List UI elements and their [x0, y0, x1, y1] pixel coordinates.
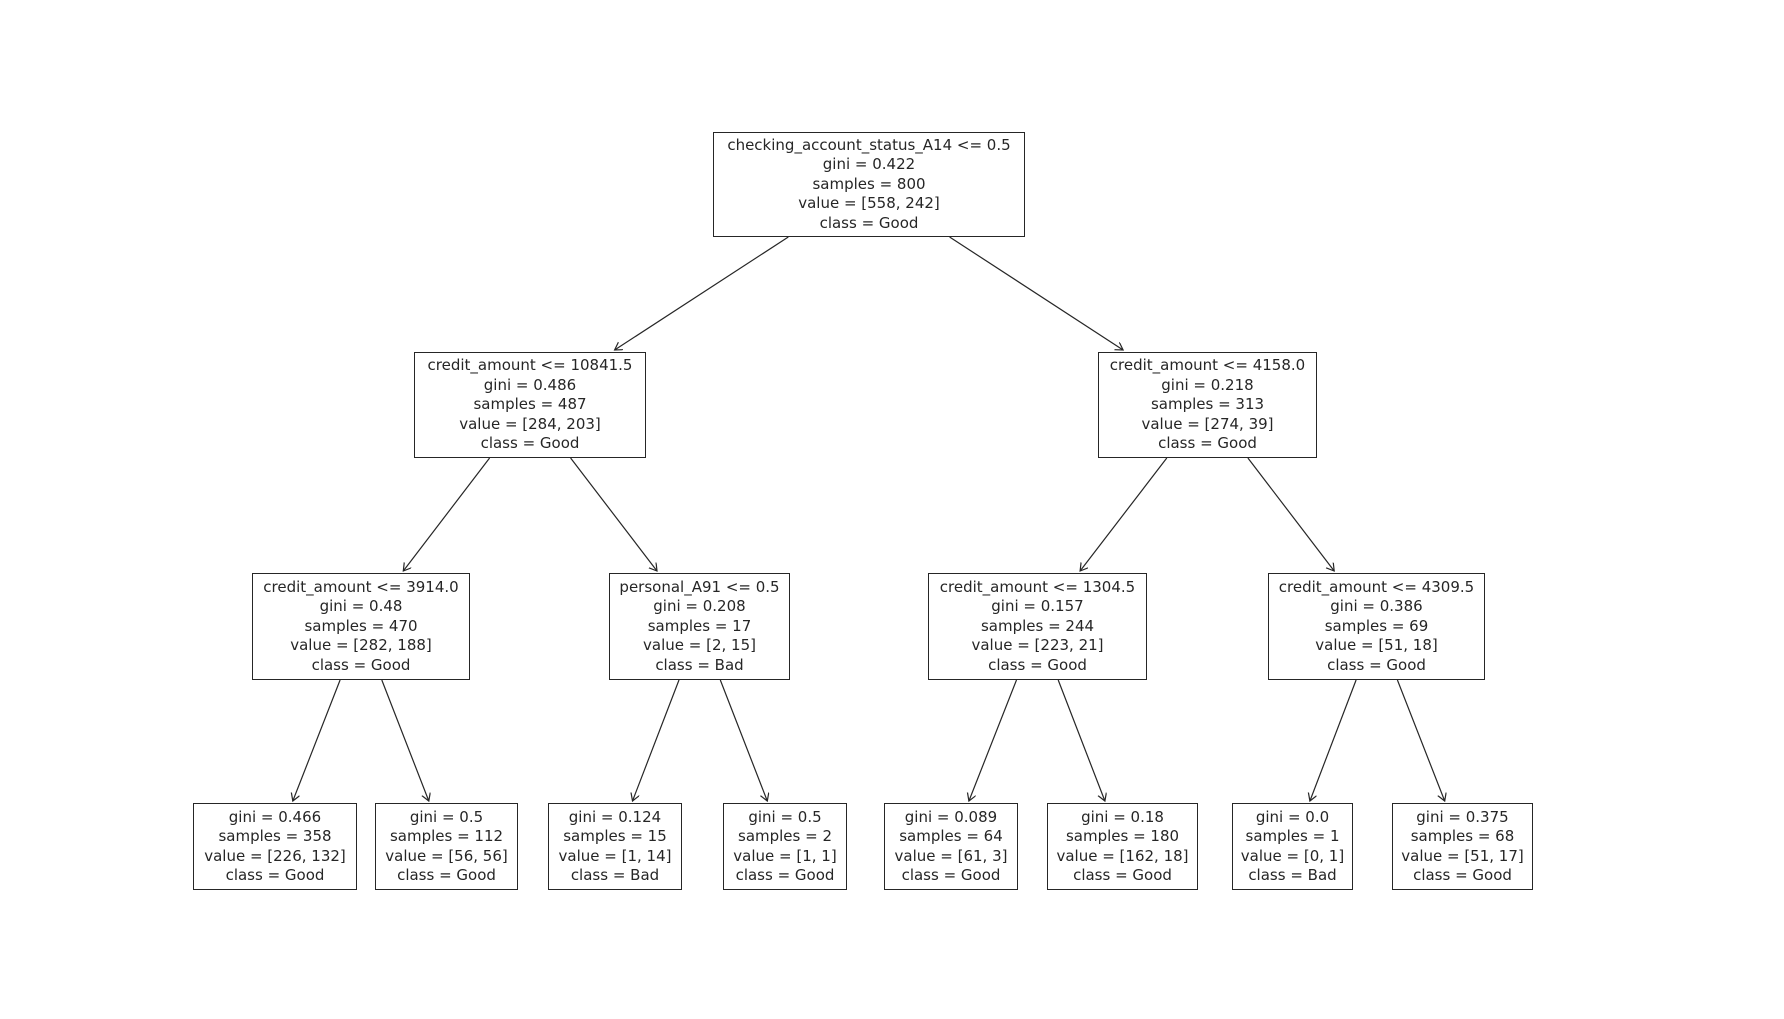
node-class: class = Good — [1158, 434, 1257, 453]
tree-node-6: credit_amount <= 4309.5 gini = 0.386 sam… — [1268, 573, 1485, 680]
node-value: value = [223, 21] — [971, 636, 1104, 655]
tree-leaf-12: gini = 0.18 samples = 180 value = [162, … — [1047, 803, 1198, 890]
node-value: value = [274, 39] — [1141, 414, 1274, 433]
node-value: value = [162, 18] — [1056, 846, 1189, 865]
tree-leaf-7: gini = 0.466 samples = 358 value = [226,… — [193, 803, 357, 890]
node-value: value = [61, 3] — [894, 846, 1008, 865]
tree-node-3: credit_amount <= 3914.0 gini = 0.48 samp… — [252, 573, 470, 680]
node-class: class = Good — [988, 655, 1087, 674]
node-samples: samples = 470 — [304, 616, 418, 635]
node-split-condition: credit_amount <= 10841.5 — [427, 356, 633, 375]
node-class: class = Bad — [655, 655, 744, 674]
node-class: class = Good — [397, 866, 496, 884]
tree-leaf-14: gini = 0.375 samples = 68 value = [51, 1… — [1392, 803, 1533, 890]
node-class: class = Good — [1327, 655, 1426, 674]
node-samples: samples = 64 — [899, 827, 1003, 845]
node-value: value = [1, 1] — [733, 846, 837, 865]
node-value: value = [51, 18] — [1315, 636, 1438, 655]
node-split-condition: credit_amount <= 3914.0 — [263, 577, 459, 596]
node-gini: gini = 0.218 — [1161, 375, 1254, 394]
node-gini: gini = 0.375 — [1416, 807, 1509, 826]
node-gini: gini = 0.466 — [228, 807, 322, 826]
node-value: value = [0, 1] — [1240, 846, 1345, 865]
node-gini: gini = 0.486 — [483, 375, 577, 394]
node-gini: gini = 0.208 — [653, 597, 746, 616]
tree-leaf-8: gini = 0.5 samples = 112 value = [56, 56… — [375, 803, 518, 890]
node-value: value = [284, 203] — [459, 414, 601, 433]
node-value: value = [56, 56] — [385, 846, 508, 865]
node-samples: samples = 112 — [389, 827, 504, 845]
node-class: class = Bad — [570, 866, 660, 884]
node-value: value = [1, 14] — [558, 846, 672, 865]
node-samples: samples = 15 — [563, 827, 667, 845]
tree-node-1: credit_amount <= 10841.5 gini = 0.486 sa… — [414, 352, 646, 458]
node-class: class = Good — [901, 866, 1001, 884]
node-gini: gini = 0.5 — [748, 807, 822, 826]
node-gini: gini = 0.0 — [1255, 807, 1330, 826]
node-samples: samples = 180 — [1065, 827, 1180, 845]
node-split-condition: checking_account_status_A14 <= 0.5 — [727, 135, 1011, 154]
node-class: class = Good — [480, 434, 580, 453]
node-split-condition: credit_amount <= 1304.5 — [939, 577, 1136, 596]
node-class: class = Good — [1073, 866, 1172, 884]
node-gini: gini = 0.422 — [822, 155, 916, 174]
node-gini: gini = 0.18 — [1081, 807, 1164, 826]
node-gini: gini = 0.124 — [568, 807, 662, 826]
node-samples: samples = 69 — [1324, 616, 1429, 635]
node-class: class = Good — [819, 213, 919, 232]
node-class: class = Good — [735, 866, 835, 884]
node-value: value = [558, 242] — [798, 194, 940, 213]
node-samples: samples = 800 — [812, 174, 926, 193]
node-samples: samples = 244 — [980, 616, 1095, 635]
tree-node-5: credit_amount <= 1304.5 gini = 0.157 sam… — [928, 573, 1147, 680]
tree-leaf-13: gini = 0.0 samples = 1 value = [0, 1] cl… — [1232, 803, 1353, 890]
tree-leaf-11: gini = 0.089 samples = 64 value = [61, 3… — [884, 803, 1018, 890]
node-samples: samples = 1 — [1245, 827, 1340, 845]
node-class: class = Good — [311, 655, 411, 674]
node-class: class = Good — [225, 866, 325, 884]
node-samples: samples = 358 — [218, 827, 332, 845]
tree-node-root: checking_account_status_A14 <= 0.5 gini … — [713, 132, 1025, 237]
node-value: value = [2, 15] — [643, 636, 756, 655]
node-samples: samples = 487 — [473, 395, 587, 414]
tree-node-4: personal_A91 <= 0.5 gini = 0.208 samples… — [609, 573, 790, 680]
node-gini: gini = 0.157 — [991, 597, 1084, 616]
node-samples: samples = 68 — [1410, 827, 1515, 845]
node-gini: gini = 0.48 — [319, 597, 403, 616]
node-split-condition: credit_amount <= 4309.5 — [1278, 577, 1475, 596]
node-samples: samples = 313 — [1150, 395, 1265, 414]
node-split-condition: credit_amount <= 4158.0 — [1109, 356, 1306, 375]
node-gini: gini = 0.386 — [1330, 597, 1423, 616]
tree-node-2: credit_amount <= 4158.0 gini = 0.218 sam… — [1098, 352, 1317, 458]
tree-leaf-9: gini = 0.124 samples = 15 value = [1, 14… — [548, 803, 682, 890]
node-samples: samples = 17 — [647, 616, 752, 635]
node-class: class = Good — [1413, 866, 1512, 884]
node-value: value = [226, 132] — [204, 846, 346, 865]
node-value: value = [51, 17] — [1401, 846, 1524, 865]
node-split-condition: personal_A91 <= 0.5 — [619, 577, 780, 596]
node-gini: gini = 0.089 — [904, 807, 998, 826]
node-gini: gini = 0.5 — [409, 807, 484, 826]
tree-leaf-10: gini = 0.5 samples = 2 value = [1, 1] cl… — [723, 803, 847, 890]
node-value: value = [282, 188] — [290, 636, 432, 655]
node-class: class = Bad — [1248, 866, 1337, 884]
node-samples: samples = 2 — [738, 827, 832, 845]
